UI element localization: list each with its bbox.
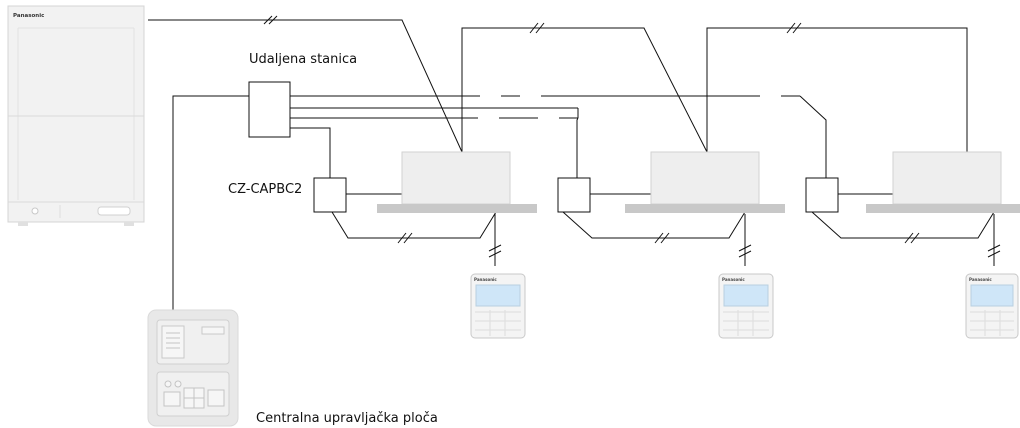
central-control-panel-icon [147, 309, 239, 427]
wired-remote-controller-icon [718, 273, 774, 339]
controller-brand-2: Panasonic [722, 277, 745, 282]
cz-adapter-box-3 [805, 177, 839, 213]
cz-adapter-box-1 [313, 177, 347, 213]
outdoor-unit-icon [7, 5, 145, 226]
indoor-unit-icon [377, 151, 537, 213]
controller-brand-3: Panasonic [969, 277, 992, 282]
remote-station-label: Udaljena stanica [249, 52, 358, 67]
cable-slash-marks [263, 15, 1001, 258]
central-panel-label: Centralna upravljačka ploča [256, 411, 438, 426]
wired-remote-controller-icon [965, 273, 1019, 339]
outdoor-brand-label: Panasonic [13, 13, 44, 19]
indoor-unit-icon [866, 151, 1020, 213]
wired-remote-controller-icon [470, 273, 526, 339]
controller-brand-1: Panasonic [474, 277, 497, 282]
remote-station-box [248, 81, 291, 138]
cz-adapter-box-2 [557, 177, 591, 213]
cz-adapter-label: CZ-CAPBC2 [228, 182, 303, 197]
wiring [148, 19, 995, 310]
indoor-unit-icon [625, 151, 785, 213]
